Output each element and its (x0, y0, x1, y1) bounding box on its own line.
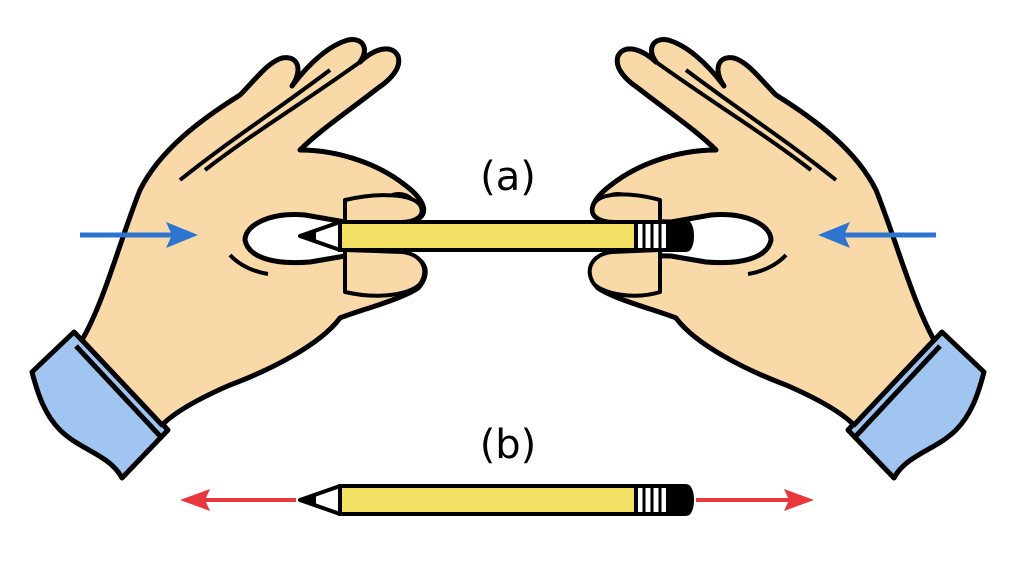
arrow-left-tension-icon (180, 489, 296, 511)
right-palm (588, 37, 937, 428)
pencil-bottom-graphite (300, 494, 316, 506)
left-palm (79, 37, 428, 428)
pencil-top (298, 220, 694, 252)
right-thumb-over (590, 192, 662, 224)
right-finger-crease (684, 68, 838, 182)
pencil-top-eraser (666, 220, 694, 252)
label-a: (a) (480, 154, 536, 200)
left-thumb-over (343, 193, 424, 224)
right-hand (588, 37, 987, 481)
left-finger-crease (178, 68, 332, 182)
arrow-left-icon (818, 222, 936, 248)
left-finger-crease (203, 60, 362, 172)
left-knuckle (228, 253, 269, 276)
right-sleeve (845, 329, 987, 481)
pencil-bottom-body (338, 484, 638, 516)
pencil-bottom-eraser (666, 484, 694, 516)
left-hand (29, 37, 428, 481)
pencil-bottom (298, 484, 694, 516)
arrow-right-tension-icon (696, 489, 814, 511)
right-finger-crease (654, 60, 813, 172)
pencil-top-ferrule-lines (642, 224, 662, 248)
pencil-bottom-ferrule-lines (642, 488, 662, 512)
pencil-top-body (338, 220, 638, 252)
label-b: (b) (480, 422, 537, 468)
arrow-right-icon (80, 222, 198, 248)
pencil-top-graphite (300, 230, 316, 242)
left-sleeve (29, 329, 171, 481)
left-index-over (343, 248, 427, 298)
left-cuff-line (74, 344, 162, 438)
right-knuckle (747, 253, 788, 276)
right-index-over (587, 248, 662, 298)
right-cuff-line (854, 344, 942, 438)
